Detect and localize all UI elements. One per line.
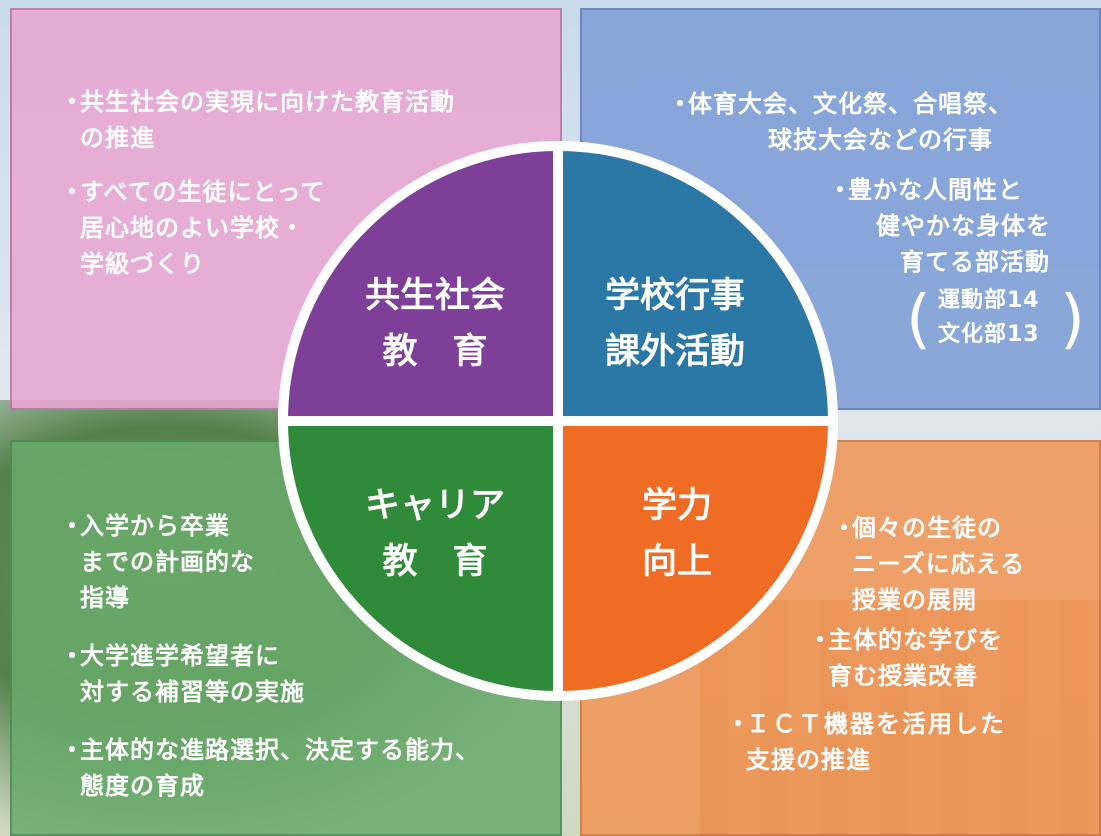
pink-item-2: ・すべての生徒にとって 居心地のよい学校・ 学級づくり [60,178,326,278]
blue-item-1: ・体育大会、文化祭、合唱祭、 球技大会などの行事 [668,90,1013,154]
green-item-1: ・入学から卒業 までの計画的な 指導 [60,512,255,612]
orange-item-1: ・個々の生徒の ニーズに応える 授業の展開 [832,514,1026,614]
label-gakuryoku: 学力 向上 [641,486,712,582]
blue-club-counts: 運動部14 文化部13 [938,288,1040,347]
blue-item-2: ・豊かな人間性と 健やかな身体を 育てる部活動 [828,176,1051,276]
orange-item-3: ・ＩＣＴ機器を活用した 支援の推進 [726,710,1006,774]
clubs-paren-left: ( [906,283,931,357]
orange-item-2: ・主体的な学びを 育む授業改善 [808,626,1003,690]
clubs-paren-right: ) [1060,283,1085,357]
label-kyosei: 共生社会 教 育 [364,276,505,372]
quadrant-gakko-gyoji [553,140,839,426]
quadrant-kyosei [277,140,563,426]
label-career: キャリア 教 育 [364,486,505,582]
quadrant-career [277,416,563,702]
green-item-2: ・大学進学希望者に 対する補習等の実施 [60,642,305,706]
quadrant-gakuryoku [553,416,839,702]
pink-item-1: ・共生社会の実現に向けた教育活動 の推進 [60,88,455,152]
label-gakko-gyoji: 学校行事 課外活動 [604,276,745,372]
green-item-3: ・主体的な進路選択、決定する能力、 態度の育成 [60,736,480,800]
